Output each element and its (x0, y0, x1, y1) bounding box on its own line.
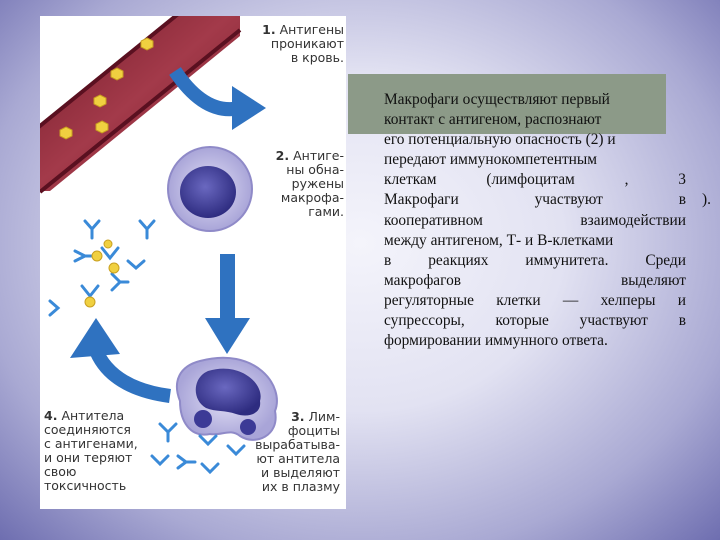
antigen-icon (140, 37, 154, 51)
caption-line: Лим- (308, 409, 340, 424)
antibody-icon (226, 444, 246, 457)
caption-number: 3. (291, 409, 305, 424)
caption-line: токсичность (44, 478, 127, 493)
caption-line: соединяются (44, 422, 131, 437)
antibody-antigen-complexes (48, 219, 156, 317)
antibody-icon (110, 272, 130, 292)
antibody-icon (100, 246, 120, 261)
antibody-icon (83, 219, 101, 240)
caption-line: в кровь. (290, 50, 344, 65)
caption-number: 1. (262, 22, 276, 37)
caption-line: макрофа- (280, 190, 344, 205)
text-line: передают иммунокомпетентным (384, 151, 598, 169)
antigen-icon (103, 239, 113, 249)
immune-response-figure: 1. Антигены проникают в кровь. 2. Антиге… (40, 16, 346, 509)
text-line: формировании иммунного ответа. (384, 332, 608, 350)
antigen-icon (93, 94, 107, 108)
caption-line: ны обна- (286, 162, 344, 177)
caption-line: и они теряют (44, 450, 133, 465)
caption-line: ют антитела (256, 451, 340, 466)
caption-line: их в плазму (261, 479, 340, 494)
macrophage-cell (167, 146, 253, 232)
caption-line: фоциты (287, 423, 340, 438)
caption-step-3: 3. Лим- фоциты вырабатыва- ют антитела и… (230, 410, 340, 494)
stray-punctuation: ). (702, 191, 711, 208)
text-line: Макрофаги осуществляют первый (384, 91, 610, 108)
background-panel (348, 74, 666, 134)
caption-step-1: 1. Антигены проникают в кровь. (240, 23, 344, 65)
text-line: кооперативном взаимодействии (384, 211, 686, 229)
text-line: Макрофаги участвуют в (384, 191, 686, 209)
bound-antigens (84, 239, 120, 308)
antigen-particles (59, 37, 154, 140)
caption-line: вырабатыва- (255, 437, 340, 452)
caption-step-4: 4. Антитела соединяются с антигенами, и … (44, 409, 164, 493)
arrow-step3-to-step4 (70, 318, 172, 403)
text-line: между антигеном, Т- и В-клетками (384, 231, 614, 249)
blood-vessel (40, 16, 242, 194)
caption-line: и выделяют (261, 465, 340, 480)
arrow-step1-to-step2 (169, 67, 266, 130)
antibody-icon (176, 454, 197, 470)
text-line: супрессоры, которые участвуют в (384, 312, 686, 330)
caption-line: Антиге- (293, 148, 344, 163)
text-line: регуляторные клетки — хелперы и (384, 291, 686, 309)
caption-line: гами. (308, 204, 344, 219)
caption-line: Антитела (61, 408, 125, 423)
text-line: в реакциях иммунитета. Среди (384, 251, 686, 269)
arrow-step2-to-step3 (205, 254, 250, 354)
caption-line: Антигены (279, 22, 344, 37)
text-line: клеткам (лимфоцитам , 3 (384, 171, 686, 189)
antibody-icon (198, 434, 218, 447)
figure-illustration (40, 16, 278, 475)
antibody-icon (150, 454, 170, 467)
antigen-icon (59, 126, 73, 140)
lymphocyte-cell (175, 356, 278, 441)
antibody-icon (200, 462, 220, 475)
text-line: макрофагов выделяют (384, 271, 686, 289)
antigen-icon (110, 67, 124, 81)
antigen-icon (108, 262, 120, 274)
body-paragraph: Макрофаги осуществляют первый контакт с … (384, 90, 686, 351)
antibody-icon (158, 422, 178, 443)
antibody-icon (73, 249, 96, 263)
caption-line: проникают (270, 36, 344, 51)
antigen-icon (91, 250, 103, 262)
caption-number: 4. (44, 408, 58, 423)
antibody-icon (48, 299, 61, 317)
text-line: контакт с антигеном, распознают (384, 111, 602, 129)
antigen-icon (84, 296, 96, 308)
caption-line: с антигенами, (44, 436, 138, 451)
antigen-icon (95, 120, 109, 134)
caption-line: свою (44, 464, 77, 479)
antibody-icon (126, 259, 146, 270)
antibody-icon (80, 284, 100, 299)
antibody-icon (138, 219, 156, 240)
caption-step-2: 2. Антиге- ны обна- ружены макрофа- гами… (245, 149, 344, 219)
text-line: его потенциальную опасность (2) и (384, 131, 616, 149)
caption-number: 2. (275, 148, 290, 163)
free-antibodies (150, 422, 246, 475)
caption-line: ружены (291, 176, 344, 191)
